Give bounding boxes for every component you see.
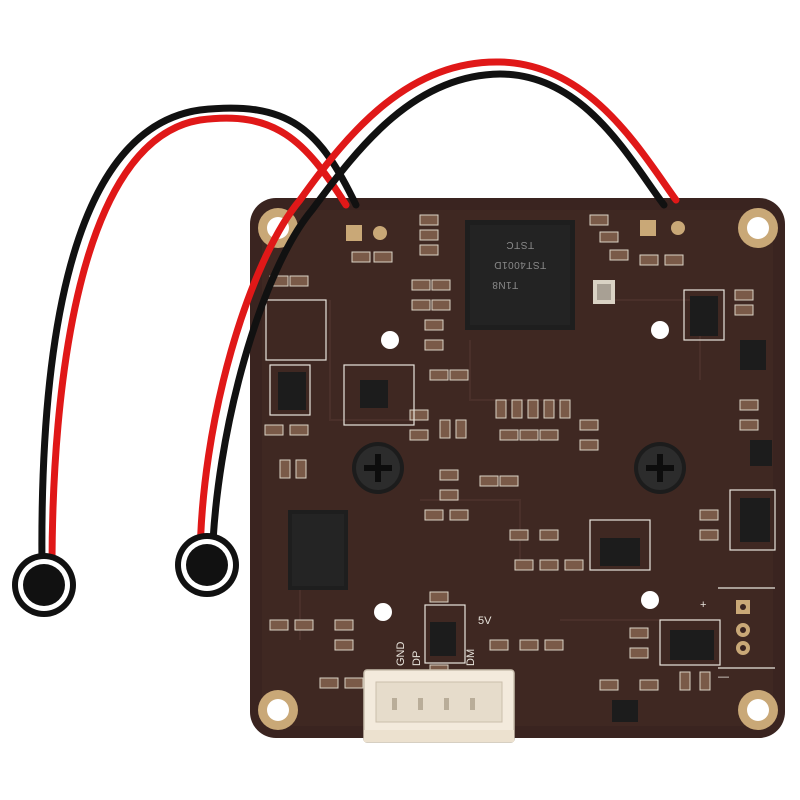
- polarity-minus: —: [718, 671, 729, 683]
- silkscreen-outlines: [265, 289, 776, 666]
- screw-right: [634, 442, 686, 494]
- crystal-top: [597, 284, 611, 300]
- wires: [38, 58, 680, 572]
- pin-label-dm: DM: [465, 649, 477, 666]
- power-label-5v: 5V: [478, 615, 492, 627]
- polarity-plus: +: [700, 599, 706, 611]
- passive-components: [264, 214, 759, 691]
- chip-text-1: TSTC: [506, 239, 534, 250]
- pin-labels: GND DP DM 5V: [395, 615, 492, 666]
- main-chip: TSTC TST4001D T1N8: [465, 220, 575, 330]
- small-ics: [278, 296, 772, 722]
- usb-connector: [363, 669, 515, 743]
- pin-label-gnd: GND: [395, 642, 407, 667]
- chip-text-2: TST4001D: [494, 259, 546, 270]
- wire-pads: [346, 220, 685, 241]
- secondary-chip: [288, 510, 348, 590]
- power-pads: [736, 600, 750, 655]
- screw-left: [352, 442, 404, 494]
- wire-terminals: [12, 533, 239, 617]
- chip-text-3: T1N8: [492, 279, 518, 290]
- pin-label-dp: DP: [411, 651, 423, 666]
